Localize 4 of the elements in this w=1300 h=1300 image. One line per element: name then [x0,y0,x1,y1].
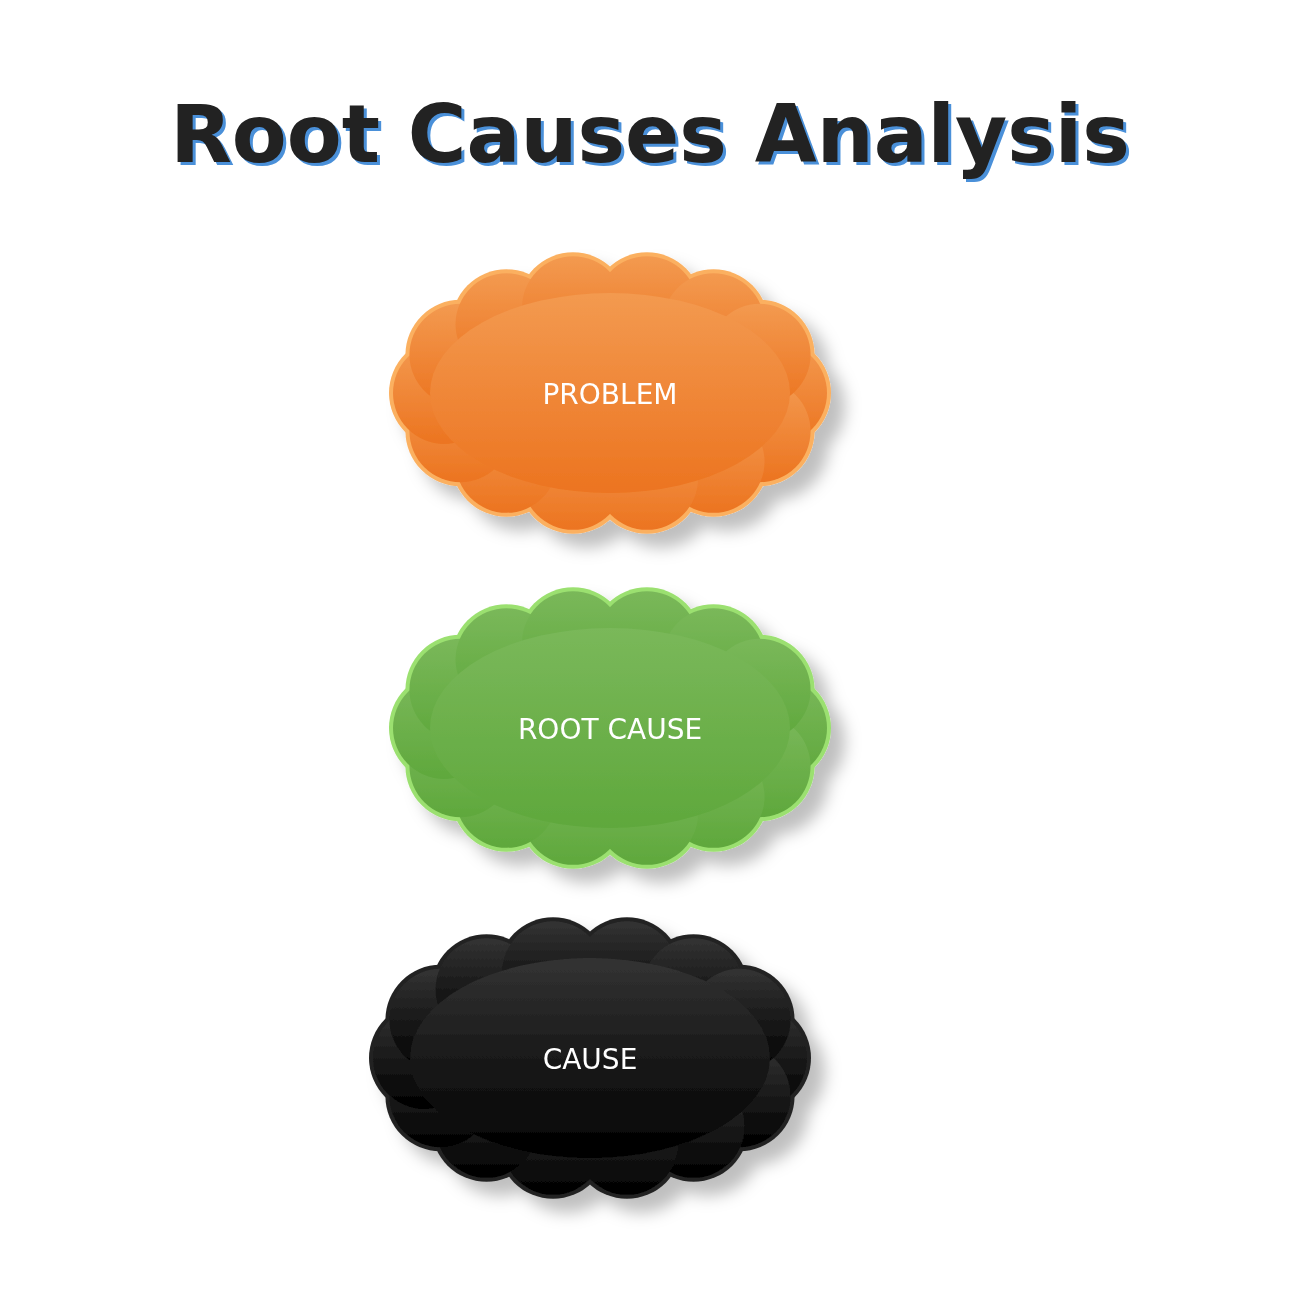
node-label: PROBLEM [541,377,679,410]
node-label: CAUSE [541,1042,639,1075]
diagram-title: Root Causes Analysis [169,88,1131,181]
node-label: ROOT CAUSE [516,712,704,745]
